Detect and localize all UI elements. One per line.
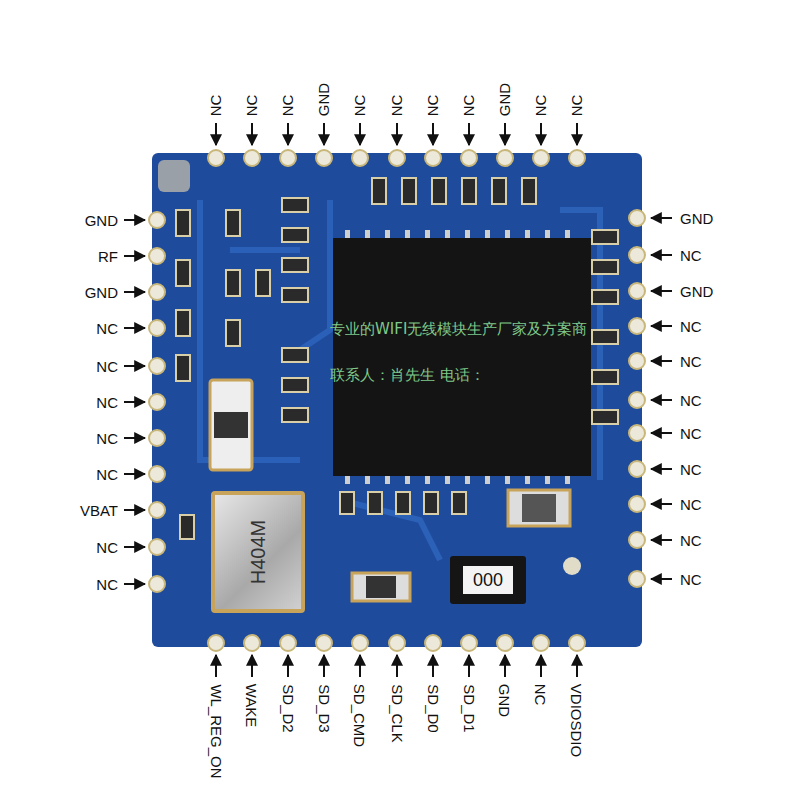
pin-name: RF bbox=[98, 249, 118, 264]
pin-name: NC bbox=[96, 321, 118, 336]
pin-name: SD_CMD bbox=[353, 684, 368, 747]
pin-name: NC bbox=[680, 319, 702, 334]
pin-name: NC bbox=[96, 540, 118, 555]
pin-name: NC bbox=[461, 94, 476, 116]
pin-name: NC bbox=[680, 354, 702, 369]
pin-name: GND bbox=[85, 285, 118, 300]
pin-name: GND bbox=[85, 213, 118, 228]
pin-name: SD_CLK bbox=[389, 684, 404, 742]
pin-name: VDIOSDIO bbox=[569, 684, 584, 757]
pin-name: NC bbox=[96, 431, 118, 446]
pin-name: NC bbox=[96, 395, 118, 410]
pin-name: GND bbox=[317, 83, 332, 116]
pin-name: NC bbox=[96, 359, 118, 374]
pin-name: GND bbox=[680, 284, 713, 299]
pin-name: NC bbox=[680, 426, 702, 441]
pin-name: NC bbox=[244, 94, 259, 116]
pin-name: NC bbox=[208, 94, 223, 116]
pin-name: NC bbox=[533, 94, 548, 116]
pin-name: NC bbox=[680, 393, 702, 408]
pin-name: NC bbox=[96, 467, 118, 482]
pin-name: NC bbox=[680, 462, 702, 477]
pin-name: GND bbox=[498, 83, 513, 116]
pin-name: NC bbox=[680, 248, 702, 263]
resistor-package: 000 bbox=[450, 556, 526, 604]
pin-name: SD_D1 bbox=[461, 684, 476, 732]
pin-name: GND bbox=[680, 211, 713, 226]
pin-name: NC bbox=[280, 94, 295, 116]
pin-name: VBAT bbox=[80, 503, 118, 518]
pin-name: WAKE bbox=[245, 684, 260, 728]
pin-name: NC bbox=[352, 94, 367, 116]
pin-name: NC bbox=[680, 497, 702, 512]
resistor-marking: 000 bbox=[463, 566, 513, 594]
pin-name: NC bbox=[389, 94, 404, 116]
pin-name: NC bbox=[96, 577, 118, 592]
pin-name: GND bbox=[498, 684, 513, 717]
pin-name: WL_REG_ON bbox=[208, 684, 223, 778]
pin-name: NC bbox=[569, 94, 584, 116]
watermark-text: 联系人：肖先生 电话： bbox=[330, 368, 485, 383]
watermark-text: 专业的WIFI无线模块生产厂家及方案商 bbox=[330, 322, 587, 337]
pin-name: NC bbox=[533, 684, 548, 706]
pin-name: NC bbox=[425, 94, 440, 116]
pin-name: SD_D2 bbox=[280, 684, 295, 732]
pin-name: SD_D3 bbox=[316, 684, 331, 732]
pin-name: SD_D0 bbox=[425, 684, 440, 732]
crystal-package: H404M bbox=[211, 491, 305, 613]
crystal-marking: H404M bbox=[248, 520, 268, 584]
pin-name: NC bbox=[680, 533, 702, 548]
pin-name: NC bbox=[680, 572, 702, 587]
